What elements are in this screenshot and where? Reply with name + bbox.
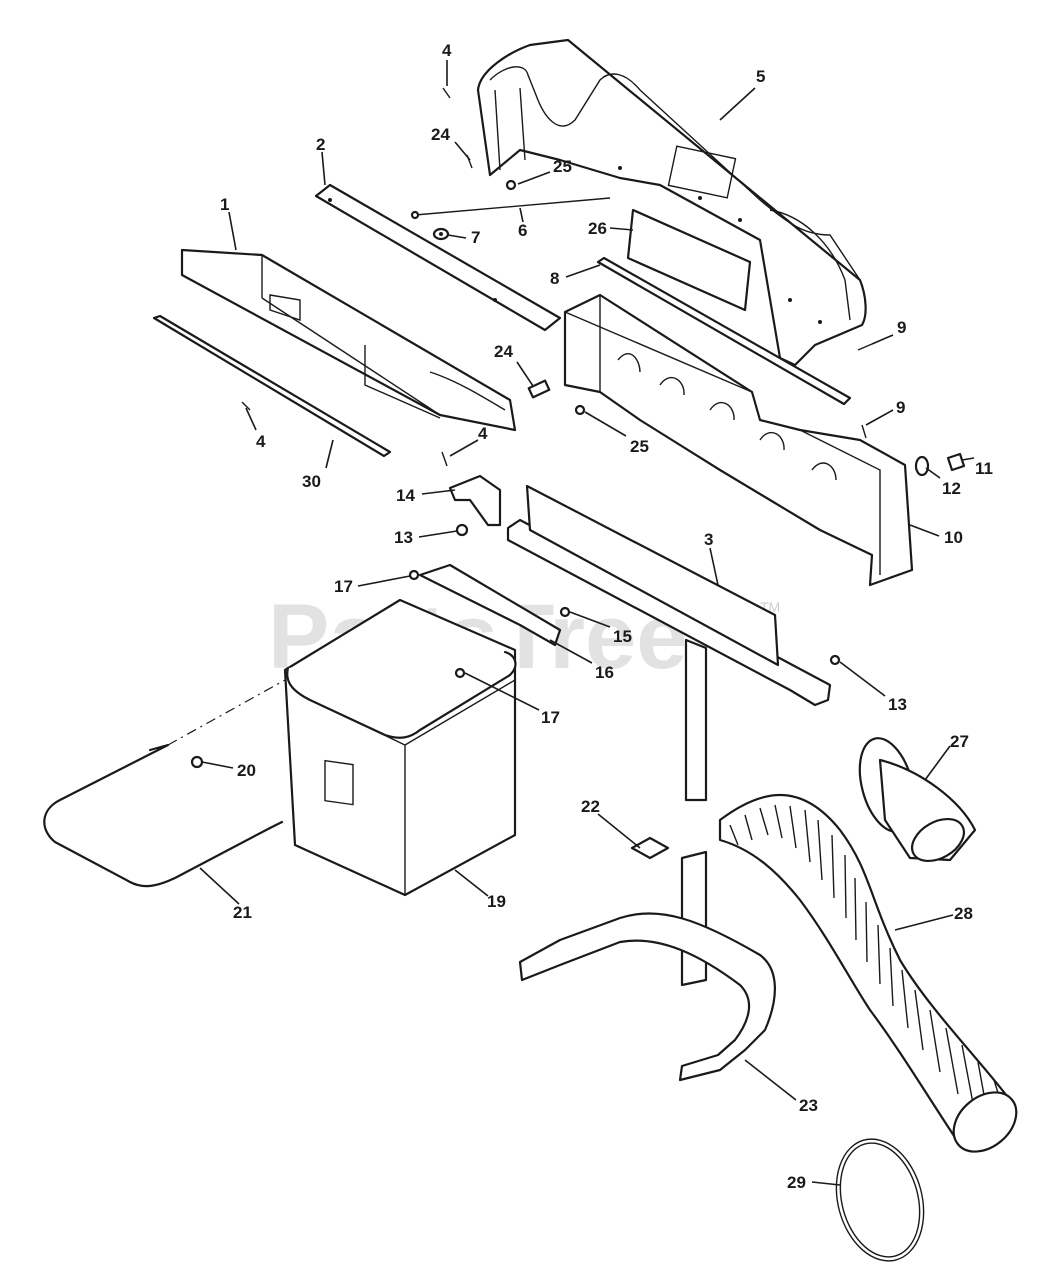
callout-26: 26 — [588, 219, 607, 238]
bolt-17b — [454, 667, 466, 679]
callout-16: 16 — [595, 663, 614, 682]
callout-22: 22 — [581, 797, 600, 816]
bolt-25a — [505, 179, 517, 191]
callout-24b: 24 — [494, 342, 513, 361]
callout-4a: 4 — [442, 41, 452, 60]
callout-3: 3 — [704, 530, 713, 549]
handle-dashline — [167, 679, 286, 746]
bolt-25b — [574, 404, 586, 416]
callout-17a: 17 — [334, 577, 353, 596]
screw-4a — [442, 87, 451, 99]
callout-5: 5 — [756, 67, 765, 86]
callout-24a: 24 — [431, 125, 450, 144]
callout-12: 12 — [942, 479, 961, 498]
chute-housing — [476, 38, 867, 367]
channel-16 — [418, 563, 562, 647]
callout-4c: 4 — [478, 424, 488, 443]
bracket-14 — [448, 474, 502, 527]
nut-13a — [455, 523, 469, 537]
screw-4b — [241, 401, 251, 411]
leader-lines — [199, 60, 975, 1186]
nut-24b — [527, 379, 551, 399]
callout-25a: 25 — [553, 157, 572, 176]
screw-4c — [441, 451, 448, 467]
nut-13b — [829, 654, 841, 666]
side-shield-10 — [563, 293, 914, 587]
clamp-29 — [835, 1138, 925, 1262]
callout-4b: 4 — [256, 432, 266, 451]
callout-30: 30 — [302, 472, 321, 491]
callout-20: 20 — [237, 761, 256, 780]
washer-12 — [914, 455, 930, 477]
hose-28 — [718, 794, 1018, 1153]
callout-9a: 9 — [897, 318, 906, 337]
callout-23: 23 — [799, 1096, 818, 1115]
callout-17b: 17 — [541, 708, 560, 727]
callout-9b: 9 — [896, 398, 905, 417]
callout-1: 1 — [220, 195, 229, 214]
callout-2: 2 — [316, 135, 325, 154]
rod — [414, 197, 611, 216]
callout-13a: 13 — [394, 528, 413, 547]
strip-30 — [152, 314, 392, 458]
callout-8: 8 — [550, 269, 559, 288]
callout-19: 19 — [487, 892, 506, 911]
frame-bar-3 — [506, 484, 832, 802]
bolt-11 — [946, 452, 966, 472]
plate-26 — [626, 208, 752, 312]
callout-28: 28 — [954, 904, 973, 923]
callout-29: 29 — [787, 1173, 806, 1192]
screw-9b — [861, 424, 867, 439]
callout-14: 14 — [396, 486, 415, 505]
bolt-17a — [408, 569, 420, 581]
handle-21 — [43, 743, 284, 888]
callout-21: 21 — [233, 903, 252, 922]
long-bracket — [314, 183, 562, 332]
callout-25b: 25 — [630, 437, 649, 456]
nut-15 — [559, 606, 571, 618]
hinge-strip — [596, 256, 852, 406]
callout-7: 7 — [471, 228, 480, 247]
deflector-1 — [180, 248, 517, 432]
clip-22 — [630, 836, 670, 860]
callout-labels: 4 5 24 2 25 1 6 7 26 8 9 24 9 4 4 25 11 … — [220, 41, 993, 1192]
elbow-27 — [858, 737, 977, 863]
callout-15: 15 — [613, 627, 632, 646]
callout-11: 11 — [975, 459, 993, 478]
callout-6: 6 — [518, 221, 527, 240]
callout-27: 27 — [950, 732, 969, 751]
callout-10: 10 — [944, 528, 963, 547]
screw-9a — [857, 343, 873, 351]
callout-13b: 13 — [888, 695, 907, 714]
bolt-20 — [190, 755, 204, 769]
stand-23 — [518, 850, 776, 1082]
rod-end — [410, 210, 420, 220]
